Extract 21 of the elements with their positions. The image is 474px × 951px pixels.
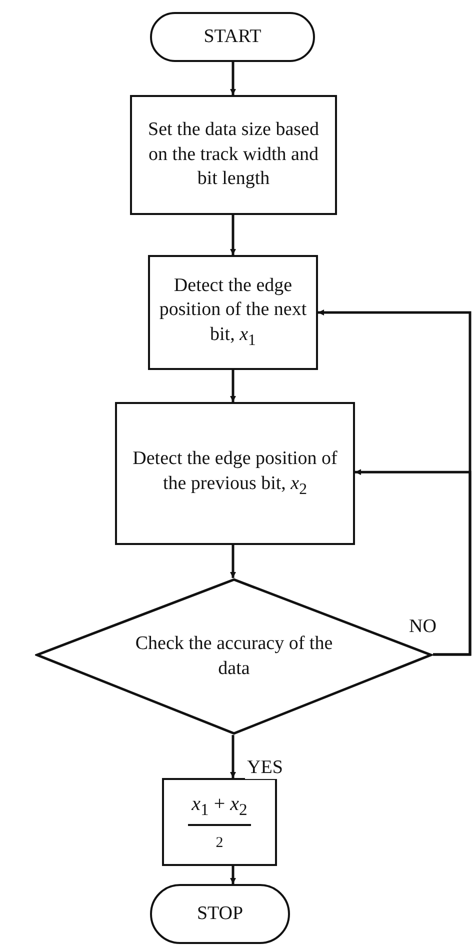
denominator-text: 2 [216,834,224,852]
arrow [355,469,472,656]
process-box [162,778,277,866]
process-box [130,95,337,215]
numerator-text: x$_{1}$ + x$_{2}$ [188,792,252,826]
node-text: Detect the edge position of the next bit, x$_{1}$ [158,274,308,351]
node-text: Detect the edge position of the previous bit, x$_{2}$ [132,446,338,500]
arrow [230,735,236,778]
edge-label: YES [245,758,285,779]
arrow [230,215,236,255]
start-terminal [150,12,315,62]
process-box [148,255,318,370]
arrow [230,370,236,402]
arrow [230,545,236,578]
process-box [115,402,355,545]
node-text: STOP [196,902,244,926]
arrow [230,62,236,95]
node-text: START [204,24,262,49]
arrow [230,866,236,884]
node-text: Check the accuracy of the data [134,632,334,680]
node-text: Set the data size based on the track width and bit length [147,118,320,192]
